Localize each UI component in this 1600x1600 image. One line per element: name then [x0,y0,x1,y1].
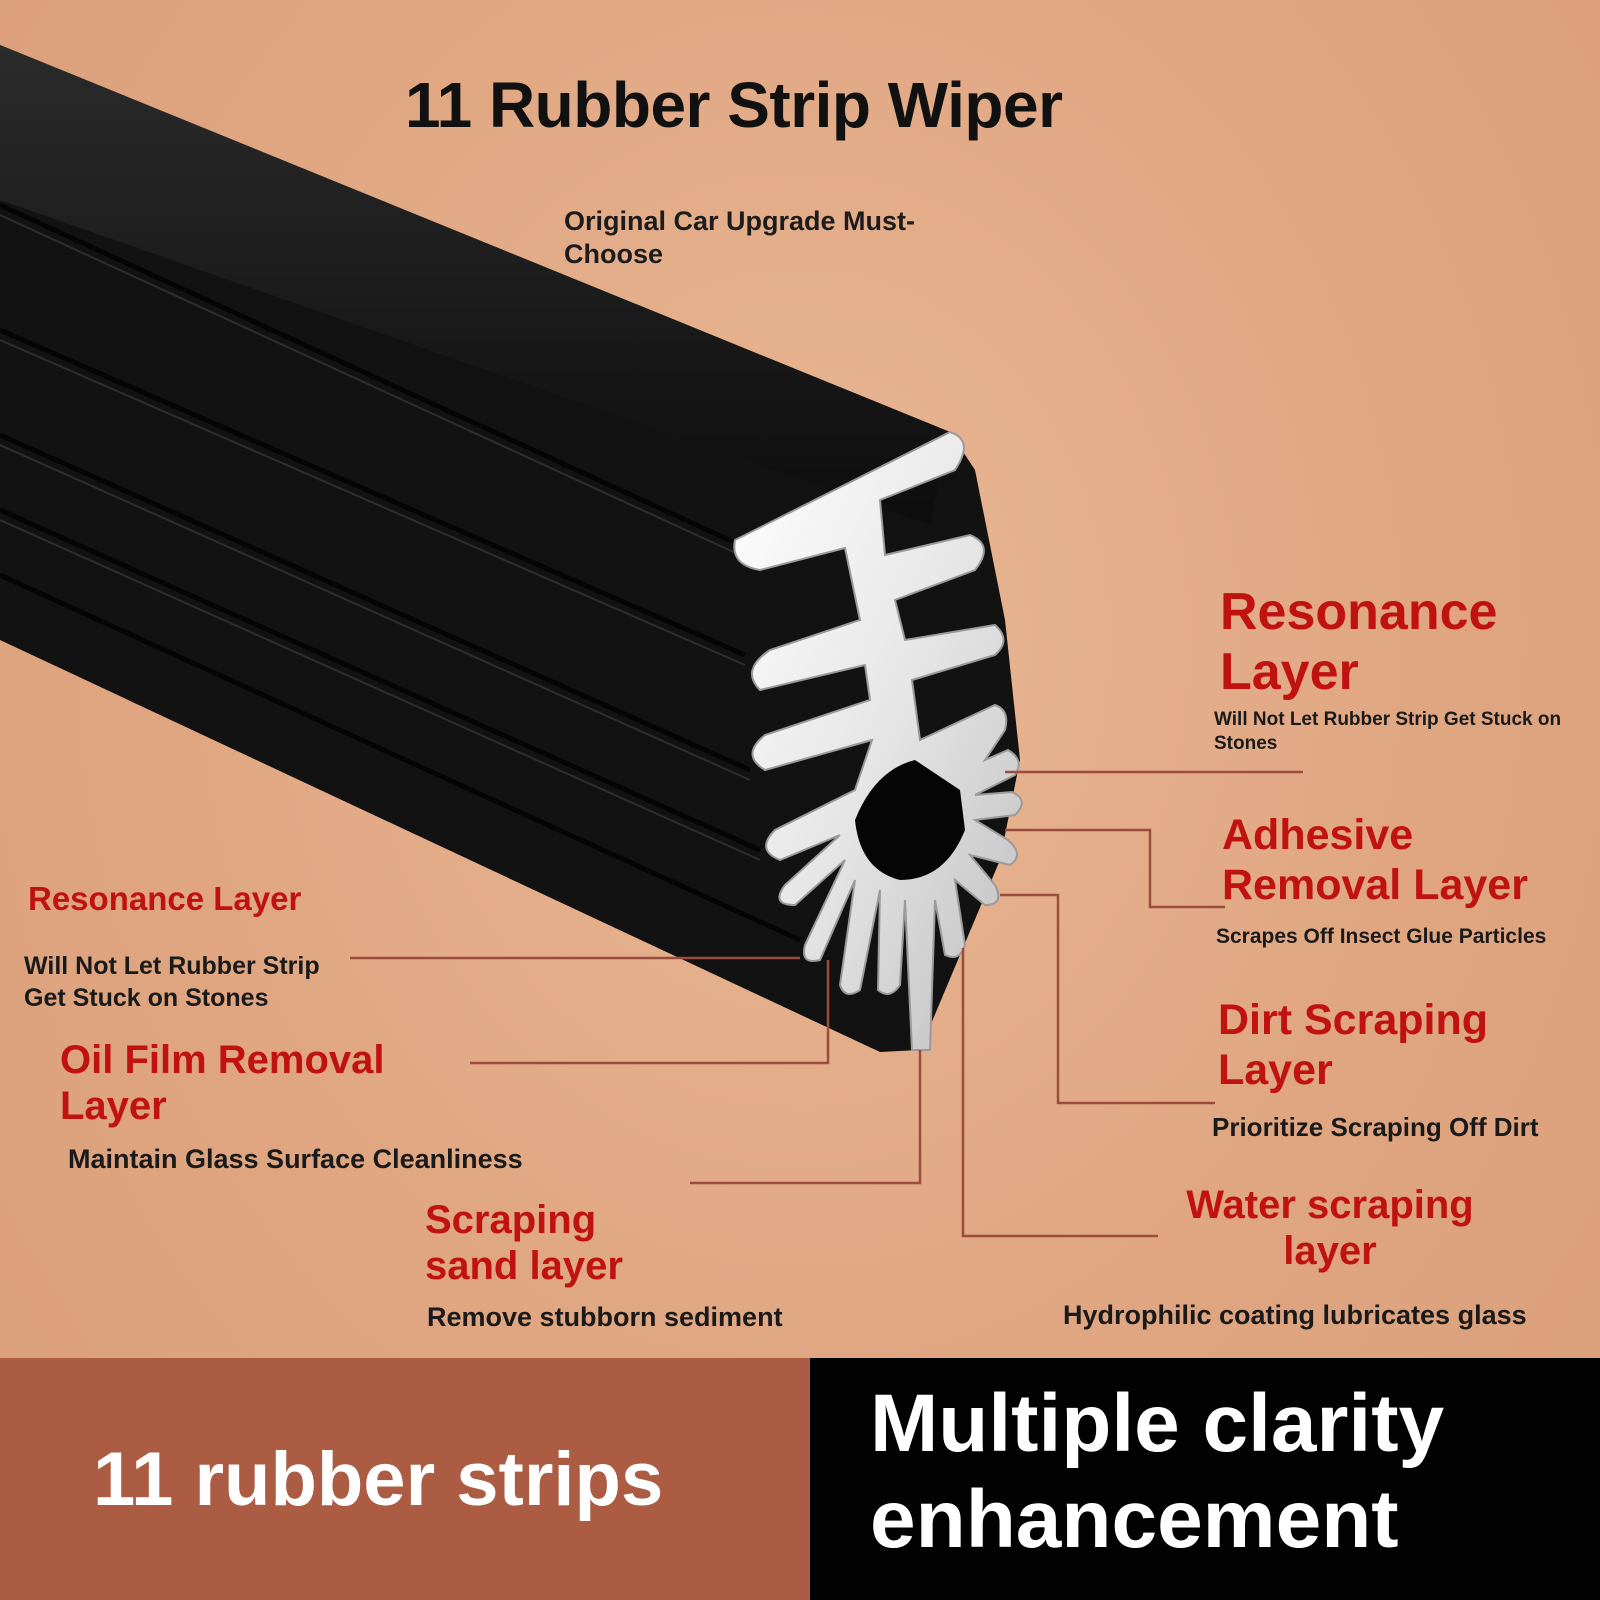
rubber-strip-body [0,45,1020,1052]
water-scraping-layer-label: Water scraping layer [1186,1183,1474,1273]
water-scraping-layer-desc: Hydrophilic coating lubricates glass [1063,1300,1527,1330]
cross-section-profile [733,430,1023,1051]
cross-section-hollow [855,760,965,880]
rubber-strips-count-text: 11 rubber strips [93,1437,664,1522]
bottom-banner-left: 11 rubber strips [0,1358,810,1600]
resonance-layer-right-desc: Will Not Let Rubber Strip Get Stuck on S… [1214,709,1562,754]
bottom-banner: 11 rubber strips Multiple clarity enhanc… [0,1358,1600,1600]
dirt-scraping-layer-desc: Prioritize Scraping Off Dirt [1212,1112,1539,1142]
clarity-enhancement-text: Multiple clarity enhancement [870,1378,1445,1565]
resonance-layer-left-label: Resonance Layer [28,880,302,917]
rubber-strip-grooves [0,202,802,943]
page-title: 11 Rubber Strip Wiper [405,69,1063,141]
resonance-layer-left-desc: Will Not Let Rubber Strip Get Stuck on S… [24,952,320,1012]
adhesive-removal-layer-label: Adhesive Removal Layer [1222,811,1528,909]
subtitle: Original Car Upgrade Must-Choose [564,206,916,269]
oil-film-removal-layer-desc: Maintain Glass Surface Cleanliness [68,1144,523,1174]
rubber-strip-top-face [0,45,950,525]
bottom-banner-right: Multiple clarity enhancement [810,1358,1600,1600]
adhesive-removal-layer-desc: Scrapes Off Insect Glue Particles [1216,925,1547,948]
dirt-scraping-layer-label: Dirt Scraping Layer [1218,996,1488,1094]
scraping-sand-layer-desc: Remove stubborn sediment [427,1302,783,1332]
leader-lines [350,770,1303,1238]
scraping-sand-layer-label: Scraping sand layer [425,1198,623,1288]
oil-film-removal-layer-label: Oil Film Removal Layer [60,1038,385,1128]
resonance-layer-right-label: Resonance Layer [1220,583,1498,701]
